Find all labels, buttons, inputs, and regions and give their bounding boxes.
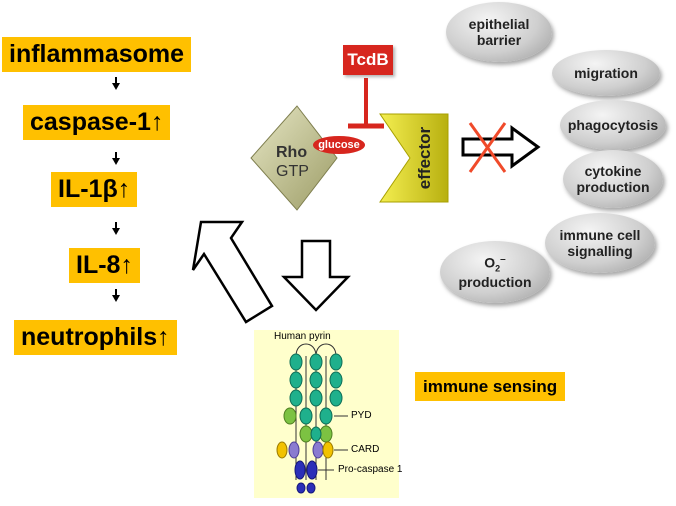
tcdb-label: TcdB xyxy=(347,50,389,69)
glucose-label: glucose xyxy=(318,139,360,151)
procaspase-domain xyxy=(296,482,306,494)
migration-oval: migration xyxy=(552,50,660,96)
procaspase-domain xyxy=(306,482,316,494)
pyrin-title: Human pyrin xyxy=(274,331,331,342)
pyrin-domain xyxy=(329,353,343,371)
o2-production-oval: O2– production xyxy=(440,241,550,303)
procaspase-label: Pro-caspase 1 xyxy=(338,464,403,475)
caspase-box: caspase-1↑ xyxy=(23,105,171,140)
card-domain xyxy=(288,441,300,459)
cytokine-line2: production xyxy=(576,179,650,195)
inflammasome-label: inflammasome xyxy=(9,40,185,68)
pyd-label: PYD xyxy=(351,410,372,421)
effector-shape xyxy=(379,113,449,203)
up-arrow-icon: ↑ xyxy=(120,251,133,279)
up-arrow-icon: ↑ xyxy=(157,323,170,351)
migration-label: migration xyxy=(574,64,638,81)
up-arrow-icon: ↑ xyxy=(117,175,131,203)
caspase-label: caspase-1 xyxy=(30,108,151,136)
il8-label: IL-8 xyxy=(76,251,121,279)
cascade-arrowhead-3 xyxy=(112,228,120,235)
pyrin-domain xyxy=(319,407,333,425)
il1b-label: IL-1β xyxy=(58,175,118,203)
pyd-domain xyxy=(299,425,313,443)
procaspase-domain xyxy=(306,460,318,480)
phagocytosis-oval: phagocytosis xyxy=(560,100,666,150)
o2-subscript: 2 xyxy=(495,263,501,274)
card-domain xyxy=(276,441,288,459)
pyd-domain xyxy=(319,425,333,443)
inflammasome-box: inflammasome xyxy=(2,37,192,72)
immune-sensing-label: immune sensing xyxy=(423,377,558,396)
phagocytosis-label: phagocytosis xyxy=(567,116,659,133)
card-label: CARD xyxy=(351,444,380,455)
feedback-arrow-up xyxy=(191,220,274,324)
pyrin-domain xyxy=(309,353,323,371)
immune-sensing-box: immune sensing xyxy=(415,372,566,401)
procaspase-domain xyxy=(294,460,306,480)
o2-superscript: – xyxy=(500,254,506,266)
pyrin-domain xyxy=(289,389,303,407)
red-cross-line-2 xyxy=(468,122,507,173)
card-domain xyxy=(312,441,324,459)
epithelial-line1: epithelial xyxy=(468,15,530,32)
neutrophils-label: neutrophils xyxy=(21,323,158,351)
cascade-arrowhead-2 xyxy=(112,158,120,165)
o2-symbol: O xyxy=(484,254,496,271)
pyrin-structure-diagram xyxy=(276,343,348,494)
card-domain xyxy=(322,441,334,459)
pyrin-domain xyxy=(329,371,343,389)
effector-label: effector xyxy=(415,126,434,190)
pyrin-domain xyxy=(309,389,323,407)
cascade-arrow-2 xyxy=(115,152,117,158)
gtp-label: GTP xyxy=(276,163,309,180)
rho-label: Rho xyxy=(276,144,308,161)
il8-box: IL-8↑ xyxy=(69,248,140,283)
up-arrow-icon: ↑ xyxy=(150,108,164,136)
epithelial-line2: barrier xyxy=(476,32,522,48)
glucose-badge: glucose xyxy=(313,136,365,154)
cascade-arrowhead-4 xyxy=(112,295,120,302)
cascade-arrow-4 xyxy=(115,289,117,295)
cascade-arrow-3 xyxy=(115,222,117,228)
tcdb-box: TcdB xyxy=(343,45,393,75)
pyd-domain xyxy=(310,426,322,442)
pyd-domain xyxy=(283,407,297,425)
pyrin-domain xyxy=(309,371,323,389)
neutrophils-box: neutrophils↑ xyxy=(14,320,177,355)
o2-word: production xyxy=(458,273,532,290)
cascade-arrow-1 xyxy=(115,77,117,83)
immune-line1: immune cell xyxy=(559,226,641,243)
pyrin-loop-left xyxy=(295,343,317,357)
pyrin-domain xyxy=(329,389,343,407)
pyrin-domain xyxy=(289,353,303,371)
pyrin-loop-right xyxy=(315,343,337,357)
cascade-arrowhead-1 xyxy=(112,83,120,90)
pyrin-domain xyxy=(289,371,303,389)
pyrin-domain xyxy=(299,407,313,425)
sensing-arrow-down xyxy=(281,239,351,312)
cytokine-line1: cytokine xyxy=(584,162,642,179)
il1b-box: IL-1β↑ xyxy=(51,172,138,207)
blocked-arrow xyxy=(461,125,541,169)
immune-line2: signalling xyxy=(567,243,633,259)
